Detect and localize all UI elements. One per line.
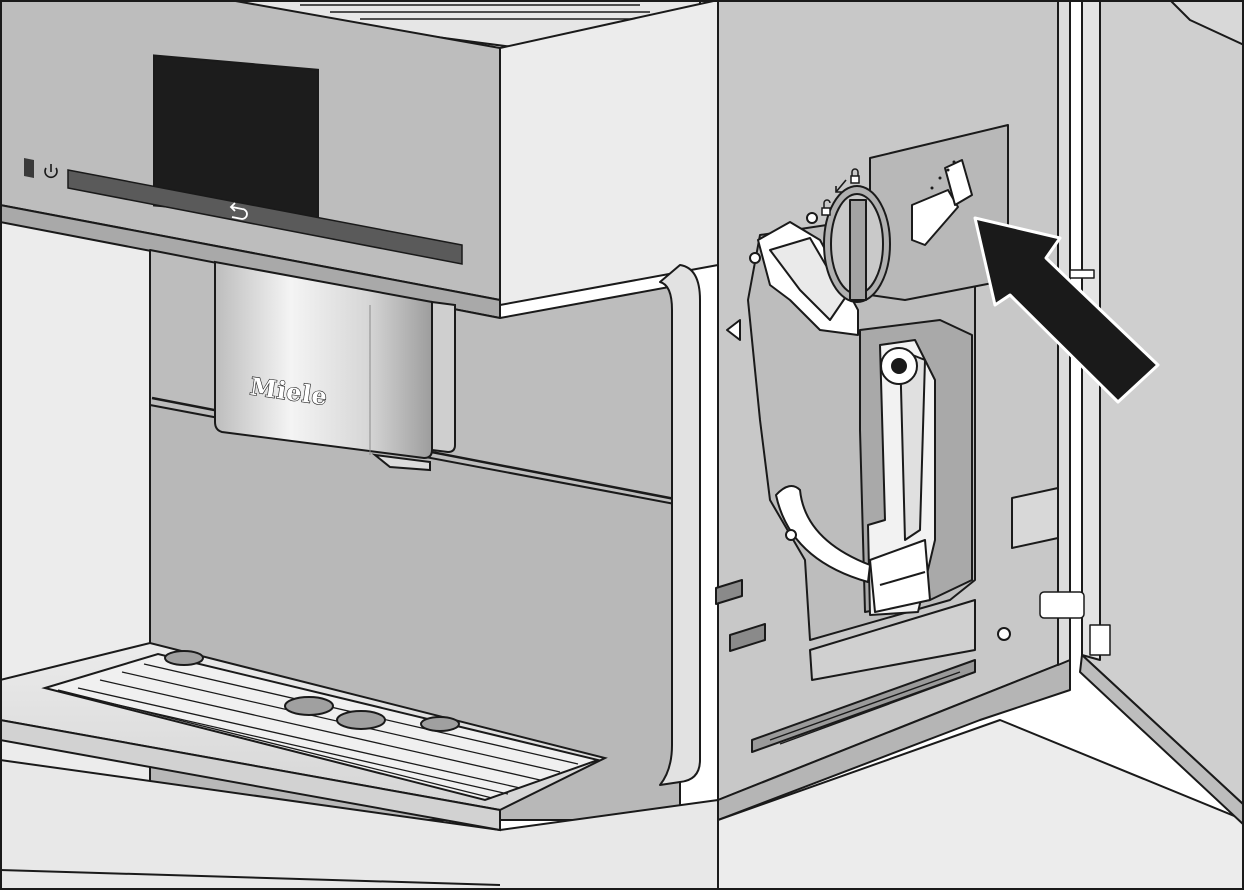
unlock-icon	[821, 199, 831, 216]
dial-arrow-icon	[835, 179, 847, 193]
touch-strip	[67, 169, 463, 265]
brew-unit-lock-dial	[726, 185, 1011, 641]
drip-hole	[336, 710, 386, 730]
drip-tray	[0, 641, 608, 832]
drip-hole	[164, 650, 204, 666]
coffee-dispenser	[214, 260, 456, 472]
panel-tab	[24, 158, 34, 178]
brew-unit	[775, 339, 936, 616]
lock-icon	[850, 168, 860, 184]
release-lever	[911, 159, 973, 246]
back-arrow-icon	[229, 202, 248, 220]
pointer-arrow-icon	[973, 216, 1160, 404]
drip-tray-holes	[164, 650, 460, 732]
power-icon	[44, 164, 58, 179]
drip-hole	[284, 696, 334, 716]
drip-hole	[420, 716, 460, 732]
